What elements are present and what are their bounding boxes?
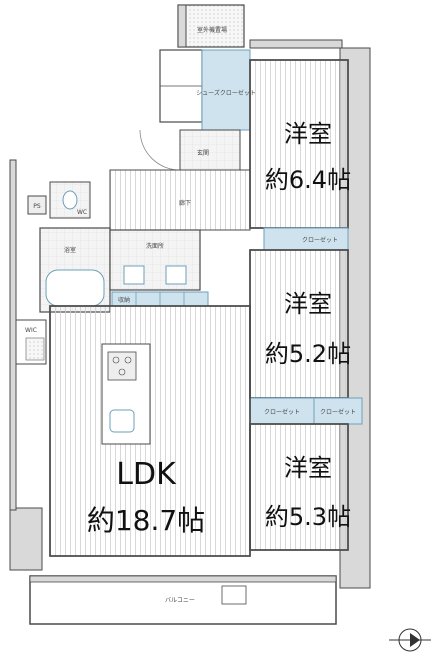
bath: 浴室 <box>39 227 111 313</box>
western-room-2: 洋室 約5.2帖 <box>249 249 351 399</box>
entrance: 玄関 <box>139 129 241 171</box>
western-room-3-name: 洋室 <box>284 454 332 482</box>
bath-label: 浴室 <box>64 246 76 254</box>
compass-icon <box>389 628 431 652</box>
washroom-label: 洗面所 <box>146 242 164 250</box>
storage-label: 収納 <box>118 296 130 304</box>
hallway-label: 廊下 <box>179 199 191 207</box>
western-room-2-name: 洋室 <box>284 290 332 318</box>
balcony-label: バルコニー <box>165 597 195 604</box>
western-room-1-size: 約6.4帖 <box>265 166 351 194</box>
outdoor-unit-storage: 室外機置場 <box>177 4 245 48</box>
western-room-3-size: 約5.3帖 <box>265 503 351 531</box>
western-room-1: 洋室 約6.4帖 <box>249 59 351 229</box>
outdoor-unit-label: 室外機置場 <box>197 26 227 34</box>
shoes-closet-area: シューズクローゼット <box>159 49 256 131</box>
western-room-2-size: 約5.2帖 <box>265 340 351 368</box>
closet-1-label: クローゼット <box>302 236 338 244</box>
closet-2-3: クローゼット クローゼット <box>249 397 363 425</box>
wic-label: WIC <box>25 327 37 334</box>
entrance-label: 玄関 <box>197 149 209 157</box>
wc: WC <box>49 181 91 219</box>
washroom: 洗面所 <box>109 229 201 291</box>
shoes-closet-label: シューズクローゼット <box>196 89 256 97</box>
ldk-size: 約18.7帖 <box>87 504 205 537</box>
closet-3-label: クローゼット <box>320 408 356 416</box>
hallway: 廊下 <box>109 169 251 231</box>
ldk: LDK 約18.7帖 <box>49 305 251 557</box>
closet-2-label: クローゼット <box>264 408 300 416</box>
closet-1: クローゼット <box>263 227 349 251</box>
balcony: バルコニー <box>29 575 337 625</box>
western-room-3: 洋室 約5.3帖 <box>249 423 351 551</box>
wc-label: WC <box>77 209 87 216</box>
ldk-name: LDK <box>116 457 177 492</box>
ps: PS <box>27 195 47 215</box>
western-room-1-name: 洋室 <box>284 120 332 148</box>
ps-label: PS <box>33 203 41 210</box>
storage-row: 収納 <box>111 291 209 307</box>
left-utility: WIC <box>15 319 47 365</box>
